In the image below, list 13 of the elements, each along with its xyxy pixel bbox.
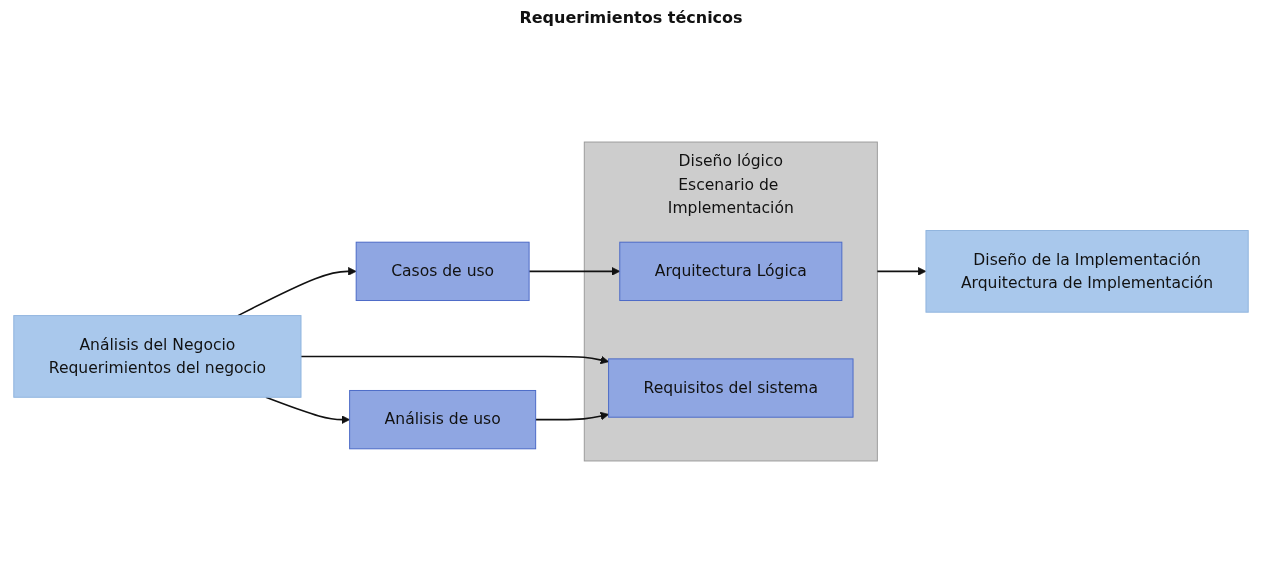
column-heading: Requerimientos técnicos [519,7,743,27]
arrow [237,267,357,317]
node-box: Casos de uso [355,241,530,301]
node-box: Arquitectura Lógica [619,241,843,301]
arrow [534,411,609,421]
arrow [528,267,621,276]
node-box: Análisis del Negocio Requerimientos del negocio [13,315,302,398]
arrow [300,355,609,365]
arrow [876,267,927,276]
arrow [265,396,350,424]
node-box: Requisitos del sistema [608,358,854,418]
node-box: Diseño de la Implementación Arquitectura de Implementación [925,230,1249,313]
node-box: Análisis de uso [349,390,537,450]
